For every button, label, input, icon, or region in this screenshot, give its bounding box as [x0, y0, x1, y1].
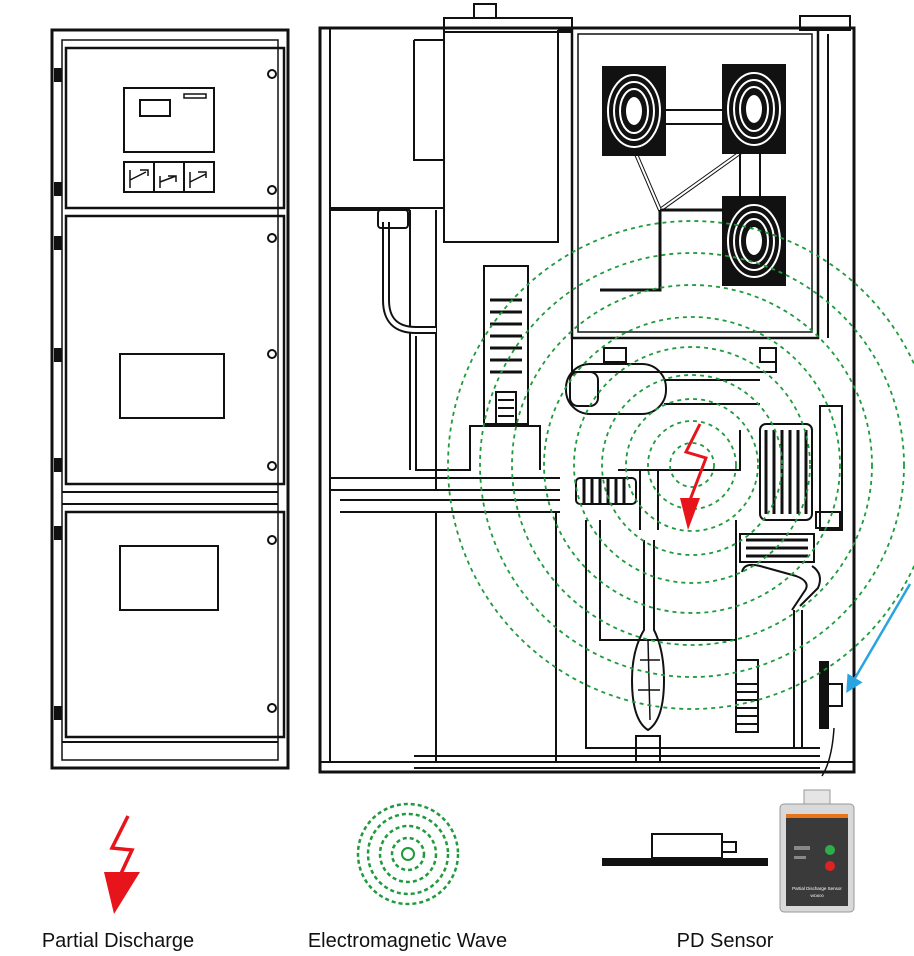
right-cabinet-section: [318, 3, 856, 777]
legend-label-pd-sensor: PD Sensor: [676, 930, 774, 952]
legend-label-partial-discharge: Partial Discharge: [41, 930, 195, 952]
left-cabinet: [50, 28, 290, 770]
discharge-bolt-in-cabinet: [680, 423, 708, 530]
cabinet-hinges: [54, 68, 62, 720]
sensor-pointer-arrow: [846, 583, 912, 694]
legend-label-electromagnetic-wave: Electromagnetic Wave: [307, 930, 508, 952]
device-name-label: Partial Discharge Sensor: [792, 886, 842, 891]
device-model-label: WD600: [810, 893, 824, 898]
transformer-coils: [602, 64, 786, 286]
em-wave-rings: [447, 220, 914, 710]
lightning-bolt-icon: [104, 815, 140, 914]
concentric-wave-icon: [356, 802, 460, 906]
pd-sensor-icon: [602, 789, 855, 913]
